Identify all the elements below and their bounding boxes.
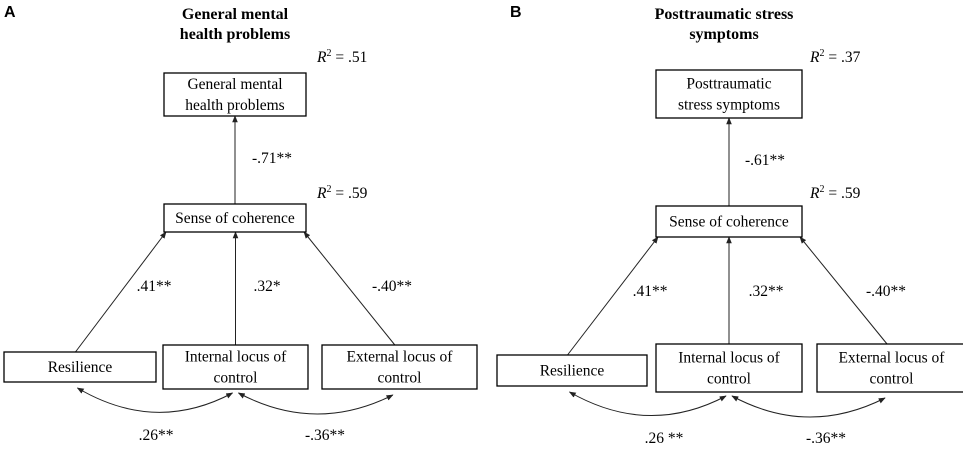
corr-internal-external: -.36** bbox=[806, 430, 846, 447]
coef-resilience: .41** bbox=[633, 283, 668, 300]
predictor-box-resilience: Resilience bbox=[3, 351, 157, 383]
outcome-box: General mental health problems bbox=[163, 72, 307, 117]
predictor-box-internal-locus-label-line-2: control bbox=[707, 371, 751, 388]
outcome-box-frame bbox=[655, 69, 803, 119]
predictor-box-external-locus-label-line-1: External locus of bbox=[347, 349, 454, 366]
predictor-box-resilience-label-line-1: Resilience bbox=[540, 363, 605, 380]
predictor-box-internal-locus: Internal locus of control bbox=[162, 344, 309, 390]
mediator-box: Sense of coherence bbox=[655, 205, 803, 238]
coef-resilience: .41** bbox=[137, 278, 172, 295]
corr-internal-external: -.36** bbox=[305, 427, 345, 444]
predictor-box-internal-locus-label-line-1: Internal locus of bbox=[185, 349, 287, 366]
arrow-resilience-to-mediator bbox=[75, 231, 167, 353]
coef-internal-locus: .32* bbox=[253, 278, 280, 295]
predictor-box-internal-locus-frame bbox=[655, 343, 803, 393]
corr-resilience-internal: .26** bbox=[139, 427, 174, 444]
panel-b: B Posttraumatic stress symptomsPosttraumat… bbox=[496, 4, 963, 447]
predictor-box-internal-locus-label-line-1: Internal locus of bbox=[678, 350, 780, 367]
predictor-box-internal-locus-label-line-2: control bbox=[214, 370, 258, 387]
mediator-box-frame bbox=[655, 205, 803, 238]
outcome-box-label-line-1: Posttraumatic bbox=[686, 76, 771, 93]
arrow-resilience-to-mediator bbox=[567, 236, 659, 356]
coef-mediator-to-outcome: -.71** bbox=[252, 150, 292, 167]
coef-internal-locus: .32** bbox=[749, 283, 784, 300]
correlation-internal-external bbox=[731, 395, 886, 418]
predictor-box-external-locus: External locus of control bbox=[816, 343, 963, 393]
panel-title-line-2: symptoms bbox=[689, 26, 758, 43]
outcome-box-label-line-2: stress symptoms bbox=[678, 97, 780, 114]
mediator-r-squared: R2 = .59 bbox=[809, 184, 861, 202]
predictor-box-resilience-frame bbox=[3, 351, 157, 383]
mediator-box-label-line-1: Sense of coherence bbox=[175, 210, 295, 227]
outcome-box-frame bbox=[163, 72, 307, 117]
predictor-box-internal-locus-frame bbox=[162, 344, 309, 390]
outcome-box-label-line-2: health problems bbox=[185, 97, 284, 114]
mediator-box: Sense of coherence bbox=[163, 203, 307, 233]
panel-letter: A bbox=[4, 4, 16, 21]
predictor-box-internal-locus: Internal locus of control bbox=[655, 343, 803, 393]
path-arrows bbox=[567, 117, 888, 418]
panel-title-line-1: General mental bbox=[182, 6, 289, 23]
corr-resilience-internal: .26 ** bbox=[645, 430, 684, 447]
predictor-box-external-locus-label-line-2: control bbox=[870, 371, 914, 388]
outcome-r-squared: R2 = .37 bbox=[809, 48, 861, 66]
correlation-resilience-internal bbox=[568, 391, 727, 416]
correlation-internal-external bbox=[237, 392, 394, 415]
correlation-resilience-internal bbox=[76, 387, 234, 413]
arrow-external-to-mediator bbox=[799, 236, 888, 345]
predictor-box-resilience: Resilience bbox=[496, 354, 648, 387]
panel-letter: B bbox=[510, 4, 522, 21]
predictor-box-resilience-label-line-1: Resilience bbox=[48, 359, 113, 376]
coef-mediator-to-outcome: -.61** bbox=[745, 152, 785, 169]
outcome-box-label-line-1: General mental bbox=[187, 76, 282, 93]
outcome-r-squared: R2 = .51 bbox=[316, 48, 367, 66]
predictor-box-external-locus-frame bbox=[816, 343, 963, 393]
coef-external-locus: -.40** bbox=[372, 278, 412, 295]
predictor-box-external-locus-label-line-2: control bbox=[378, 370, 422, 387]
arrow-external-to-mediator bbox=[303, 231, 396, 346]
path-arrows bbox=[75, 115, 396, 415]
mediator-box-label-line-1: Sense of coherence bbox=[669, 214, 789, 231]
predictor-box-external-locus: External locus of control bbox=[321, 344, 478, 390]
coef-external-locus: -.40** bbox=[866, 283, 906, 300]
predictor-box-resilience-frame bbox=[496, 354, 648, 387]
mediator-box-frame bbox=[163, 203, 307, 233]
panel-title-line-2: health problems bbox=[180, 26, 290, 43]
mediator-r-squared: R2 = .59 bbox=[316, 184, 368, 202]
predictor-box-external-locus-frame bbox=[321, 344, 478, 390]
predictor-box-external-locus-label-line-1: External locus of bbox=[839, 350, 946, 367]
outcome-box: Posttraumatic stress symptoms bbox=[655, 69, 803, 119]
panel-title-line-1: Posttraumatic stress bbox=[655, 6, 794, 23]
